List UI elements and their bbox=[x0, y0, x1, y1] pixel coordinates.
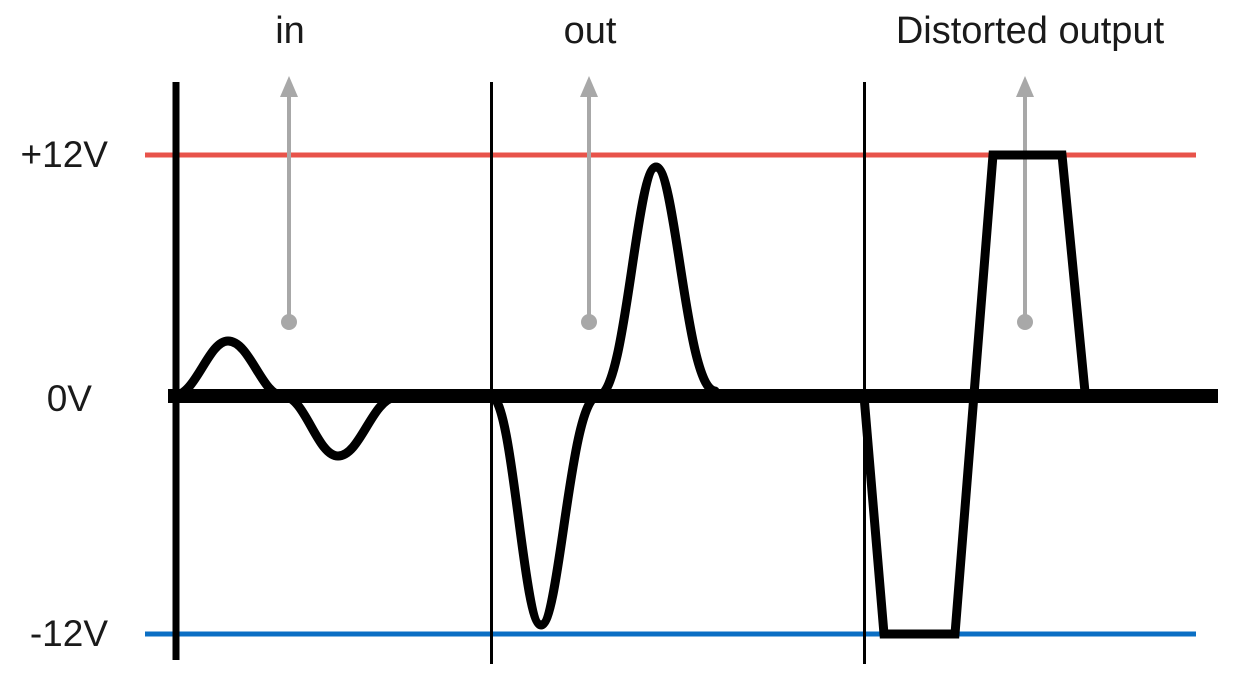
panel-title-out: out bbox=[563, 10, 617, 52]
axis-label-minus-12v: -12V bbox=[29, 613, 108, 654]
axis-label-0v: 0V bbox=[46, 378, 92, 419]
arrow-in bbox=[280, 76, 298, 330]
arrow-dist bbox=[1016, 76, 1034, 330]
axis-label-plus-12v: +12V bbox=[20, 134, 108, 175]
arrow-out bbox=[580, 76, 598, 330]
panel-title-in: in bbox=[275, 10, 305, 52]
panel-title-distorted-output: Distorted output bbox=[895, 10, 1165, 52]
